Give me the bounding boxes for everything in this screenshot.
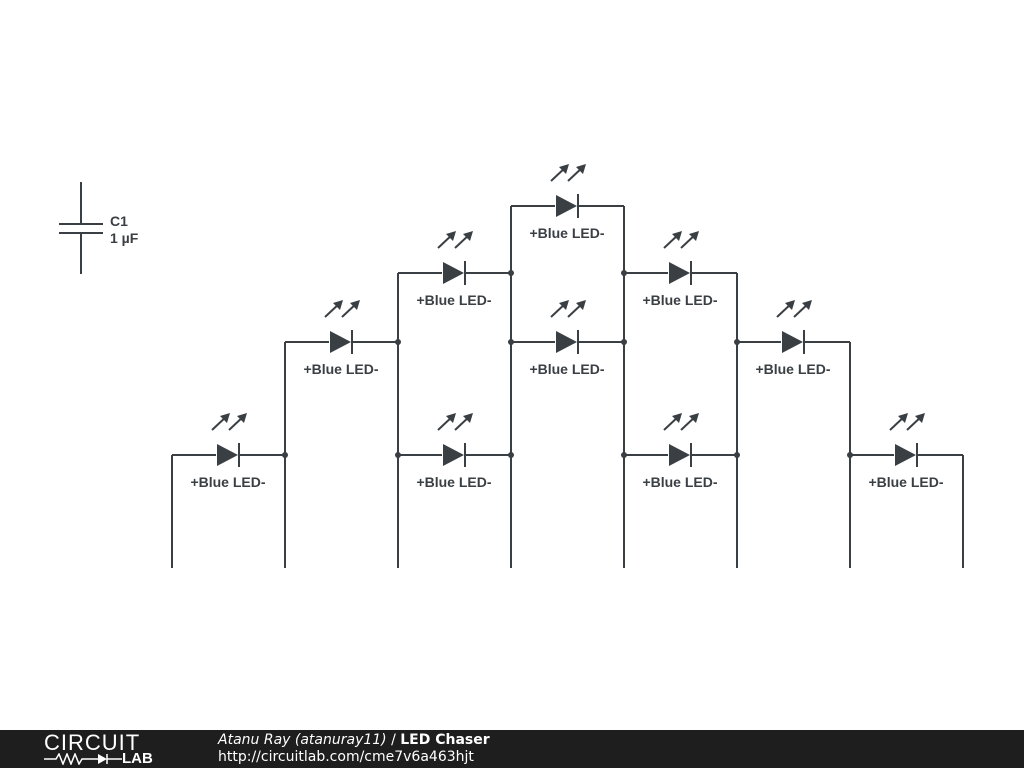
- light-arrow-head: [220, 413, 230, 423]
- led-layer: +Blue LED- +Blue LED- +Blue LED- +Blue LED-…: [190, 164, 944, 490]
- junction-dot: [395, 452, 401, 458]
- led-triangle: [330, 331, 351, 353]
- junction-dot: [508, 339, 514, 345]
- light-arrow-head: [446, 413, 456, 423]
- junction-dot: [734, 339, 740, 345]
- blue-led: +Blue LED-: [642, 231, 718, 308]
- led-label: +Blue LED-: [303, 361, 378, 377]
- blue-led: +Blue LED-: [755, 300, 831, 377]
- light-arrow-head: [350, 300, 360, 310]
- blue-led: +Blue LED-: [642, 413, 718, 490]
- blue-led: +Blue LED-: [303, 300, 379, 377]
- light-arrow-head: [559, 300, 569, 310]
- led-triangle: [782, 331, 803, 353]
- junction-dot: [395, 339, 401, 345]
- resistor-diode-icon: [44, 753, 122, 765]
- led-label: +Blue LED-: [642, 474, 717, 490]
- light-arrow-head: [672, 413, 682, 423]
- capacitor-value: 1 µF: [110, 230, 139, 246]
- light-arrow-head: [463, 413, 473, 423]
- footer-bar: CIRCUIT LAB Atanu Ray (atanuray11) / LED…: [0, 730, 1024, 768]
- junction-dot: [847, 452, 853, 458]
- junction-dot: [621, 339, 627, 345]
- led-triangle: [556, 331, 577, 353]
- led-triangle: [443, 262, 464, 284]
- led-label: +Blue LED-: [529, 225, 604, 241]
- circuitlab-logo[interactable]: CIRCUIT LAB: [44, 730, 174, 767]
- capacitor-c1: C1 1 µF: [59, 182, 139, 274]
- junction-dot: [621, 452, 627, 458]
- led-label: +Blue LED-: [416, 474, 491, 490]
- light-arrow-head: [785, 300, 795, 310]
- circuit-url-link[interactable]: http://circuitlab.com/cme7v6a463hjt: [218, 749, 474, 765]
- byline: Atanu Ray (atanuray11) / LED Chaser: [218, 732, 490, 749]
- light-arrow-head: [446, 231, 456, 241]
- byline-separator: /: [386, 732, 401, 748]
- light-arrow-head: [576, 164, 586, 174]
- light-arrow-head: [463, 231, 473, 241]
- junctions: [282, 270, 853, 458]
- circuit-title[interactable]: LED Chaser: [400, 732, 490, 748]
- circuit-info: Atanu Ray (atanuray11) / LED Chaser http…: [218, 732, 490, 766]
- circuit-schematic: C1 1 µF +Blue LED-+Blue LED-+Blue LED-+B…: [59, 164, 964, 568]
- light-arrow-head: [689, 231, 699, 241]
- led-label: +Blue LED-: [868, 474, 943, 490]
- junction-dot: [734, 452, 740, 458]
- led-triangle: [443, 444, 464, 466]
- led-triangle: [669, 262, 690, 284]
- junction-dot: [282, 452, 288, 458]
- logo-wordmark-top: CIRCUIT: [44, 730, 141, 755]
- blue-led: +Blue LED-: [529, 300, 605, 377]
- junction-dot: [508, 452, 514, 458]
- led-triangle: [669, 444, 690, 466]
- led-label: +Blue LED-: [190, 474, 265, 490]
- led-triangle: [556, 195, 577, 217]
- led-triangle: [217, 444, 238, 466]
- wires: [171, 205, 964, 568]
- logo-wordmark-bottom: LAB: [122, 750, 153, 767]
- light-arrow-head: [559, 164, 569, 174]
- light-arrow-head: [802, 300, 812, 310]
- light-arrow-head: [237, 413, 247, 423]
- led-triangle: [895, 444, 916, 466]
- led-label: +Blue LED-: [642, 292, 717, 308]
- light-arrow-head: [689, 413, 699, 423]
- light-arrow-head: [898, 413, 908, 423]
- light-arrow-head: [333, 300, 343, 310]
- author-name[interactable]: Atanu Ray (atanuray11): [218, 732, 387, 748]
- blue-led: +Blue LED-: [416, 231, 492, 308]
- light-arrow-head: [672, 231, 682, 241]
- blue-led: +Blue LED-: [868, 413, 944, 490]
- light-arrow-head: [915, 413, 925, 423]
- led-label: +Blue LED-: [529, 361, 604, 377]
- junction-dot: [508, 270, 514, 276]
- blue-led: +Blue LED-: [190, 413, 266, 490]
- junction-dot: [621, 270, 627, 276]
- capacitor-designator: C1: [110, 213, 128, 229]
- blue-led: +Blue LED-: [529, 164, 605, 241]
- led-label: +Blue LED-: [416, 292, 491, 308]
- blue-led: +Blue LED-: [416, 413, 492, 490]
- led-label: +Blue LED-: [755, 361, 830, 377]
- light-arrow-head: [576, 300, 586, 310]
